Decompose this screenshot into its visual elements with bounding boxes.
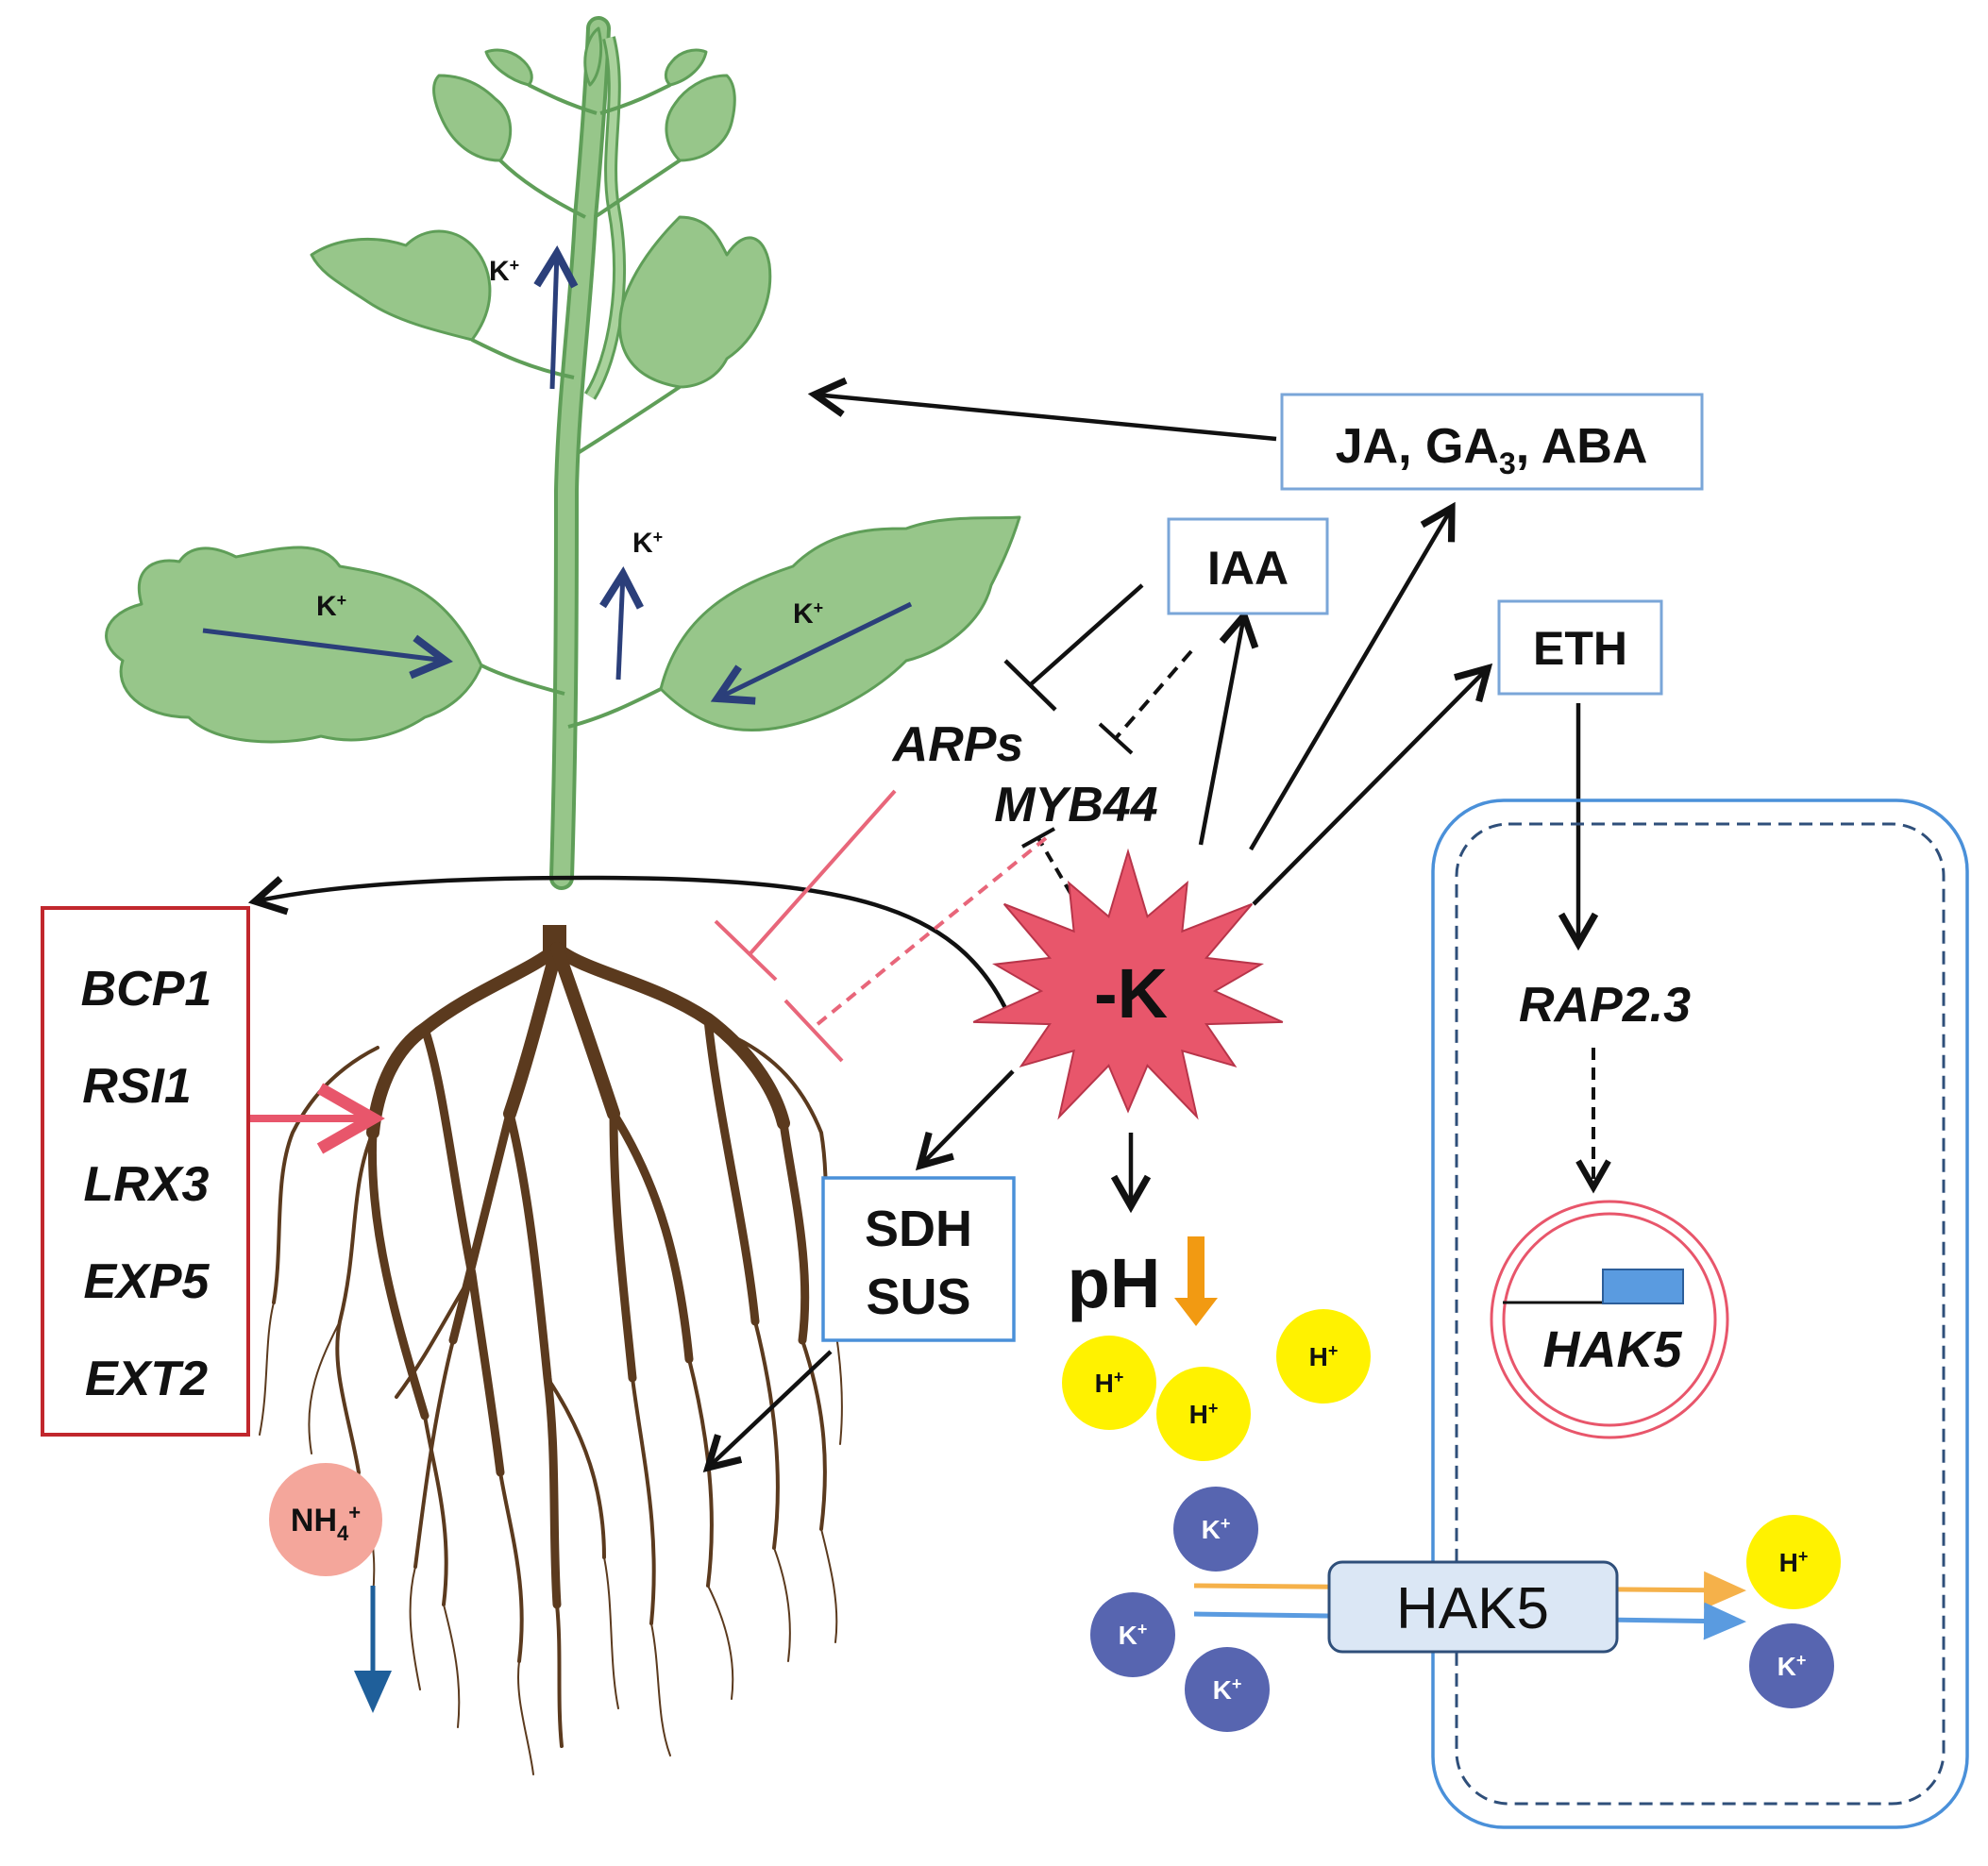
svg-text:K+: K+ [1202,1514,1231,1544]
hak5-gene-block [1602,1269,1684,1304]
inhibit-iaa-myb44 [1114,649,1193,740]
svg-text:K+: K+ [1777,1651,1807,1681]
nucleus-inner [1502,1212,1717,1427]
ion-k-1: K+ [1173,1487,1258,1572]
k-ion-label-left-leaf: K+ [316,591,346,622]
k-ion-label-stem-lower: K+ [632,528,663,559]
ion-k-3: K+ [1185,1647,1270,1732]
cell [1431,799,1969,1829]
burst-shape [972,848,1284,1120]
inhibit-arps-root [749,789,897,955]
arrow-hormones-to-shoot [807,377,1277,442]
svg-text:H+: H+ [1309,1341,1339,1371]
k-arrow-stem-upper [533,244,579,390]
svg-text:H+: H+ [1779,1547,1809,1577]
iaa-label: IAA [1207,542,1289,595]
inhibit-k-myb44 [1036,836,1092,929]
leaf-left-mid [310,229,492,342]
sdh-label: SDH [865,1201,972,1257]
hak5-transporter-box [1327,1560,1619,1654]
leaf-left-large [105,546,483,744]
potassium-deficiency-burst: -K [972,848,1284,1120]
ion-k-2: K+ [1090,1592,1175,1677]
ion-nh4: NH4+ [269,1463,382,1576]
ja-ga-aba-box: JA, GA3, ABA [1280,393,1704,491]
cell-wall [1431,799,1969,1829]
iaa-box: IAA [1167,517,1329,615]
ion-h-1: H+ [1062,1336,1156,1430]
ion-h-3: H+ [1276,1309,1371,1404]
arrow-k-to-root-genes [247,875,1008,1010]
k-ion-label-stem-upper: K+ [489,256,519,287]
cell-membrane [1455,822,1946,1806]
ion-k-inside: K+ [1749,1623,1834,1708]
svg-text:H+: H+ [1095,1368,1124,1398]
k-arrow-left-leaf [202,628,454,680]
eth-box: ETH [1497,599,1663,696]
nucleus-outer [1490,1200,1729,1439]
root-gene-ext2: EXT2 [85,1352,208,1406]
hak5-transporter: HAK5 [1193,1560,1746,1654]
arps-label: ARPs [891,717,1024,772]
leaf-right-mid [618,215,772,389]
root-gene-exp5: EXP5 [84,1254,211,1309]
arrow-k-to-iaa [1198,608,1259,846]
leaf-left-upper [432,74,513,162]
rap23-label: RAP2.3 [1519,978,1691,1033]
leaf-right-upper [665,74,736,162]
arrow-k-to-eth [1252,663,1493,906]
connectors [247,377,1611,1713]
root-genes-box: BCP1 RSI1 LRX3 EXP5 EXT2 [41,906,250,1437]
k-ion-label-right-leaf: K+ [793,598,823,630]
hak5-gene-label: HAK5 [1542,1321,1682,1378]
eth-label: ETH [1533,622,1627,675]
inhibit-iaa-arps [1029,583,1144,686]
k-arrow-stem-lower [599,565,644,681]
arrow-k-to-ja-ga-aba [1249,501,1456,851]
root-gene-lrx3: LRX3 [84,1157,210,1212]
k-deficiency-label: -K [1094,954,1168,1033]
leaf-right-large [659,515,1021,732]
ph-label: pH [1068,1244,1161,1322]
arrow-k-to-sdh-sus [915,1069,1015,1171]
sdh-sus-box: SDH SUS [821,1176,1016,1342]
sus-label: SUS [866,1269,970,1325]
ion-h-inside: H+ [1746,1515,1841,1609]
ja-ga-aba-label: JA, GA3, ABA [1336,419,1648,480]
svg-text:K+: K+ [1119,1620,1148,1650]
arrow-sdh-sus-to-root [702,1350,833,1472]
plant-shoot: K+ K+ K+ K+ [105,16,1021,890]
root-gene-bcp1: BCP1 [81,962,212,1017]
root-gene-rsi1: RSI1 [82,1059,192,1114]
svg-text:H+: H+ [1189,1399,1219,1429]
svg-text:NH4+: NH4+ [291,1501,361,1545]
k-arrow-right-leaf [710,601,913,705]
ion-h-2: H+ [1156,1367,1251,1461]
root-system [259,925,843,1775]
myb44-label: MYB44 [994,778,1157,832]
inhibit-myb44-root [810,836,1048,1031]
ph-decrease-arrow [1174,1236,1218,1326]
svg-text:K+: K+ [1213,1674,1242,1705]
hak5-transporter-label: HAK5 [1396,1576,1549,1641]
